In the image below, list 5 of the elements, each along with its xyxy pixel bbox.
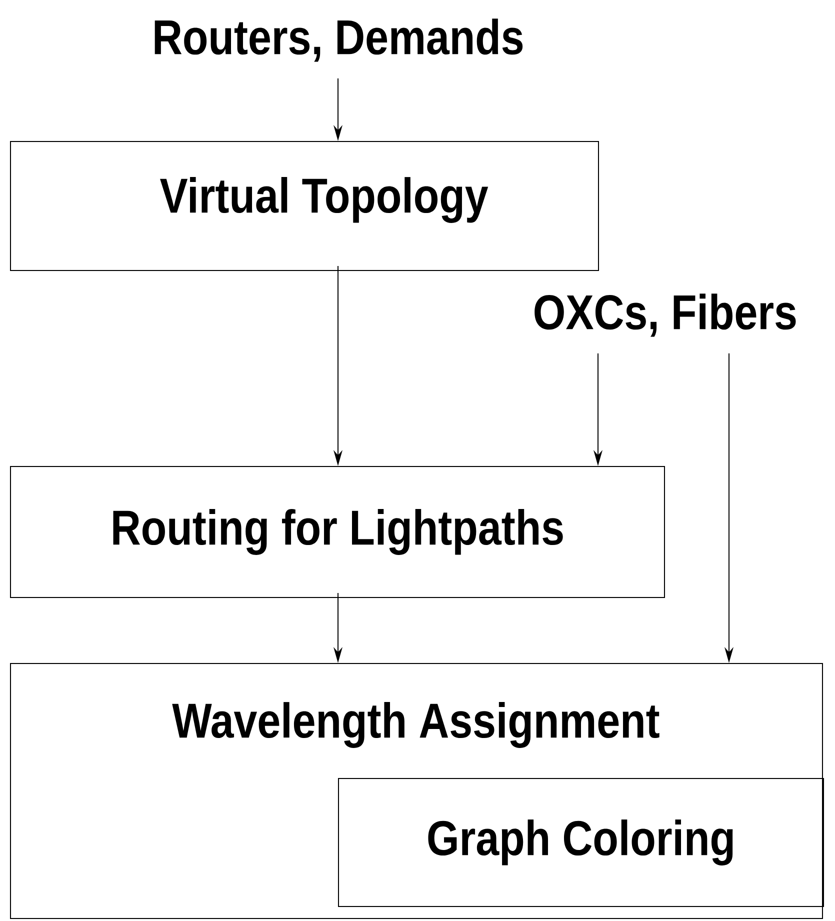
process-box: Virtual Topology [10,141,599,271]
process-box: Graph Coloring [338,778,824,907]
process-box: Routing for Lightpaths [10,466,665,598]
input-label: OXCs, Fibers [534,294,796,337]
input-label: Routers, Demands [154,18,523,62]
